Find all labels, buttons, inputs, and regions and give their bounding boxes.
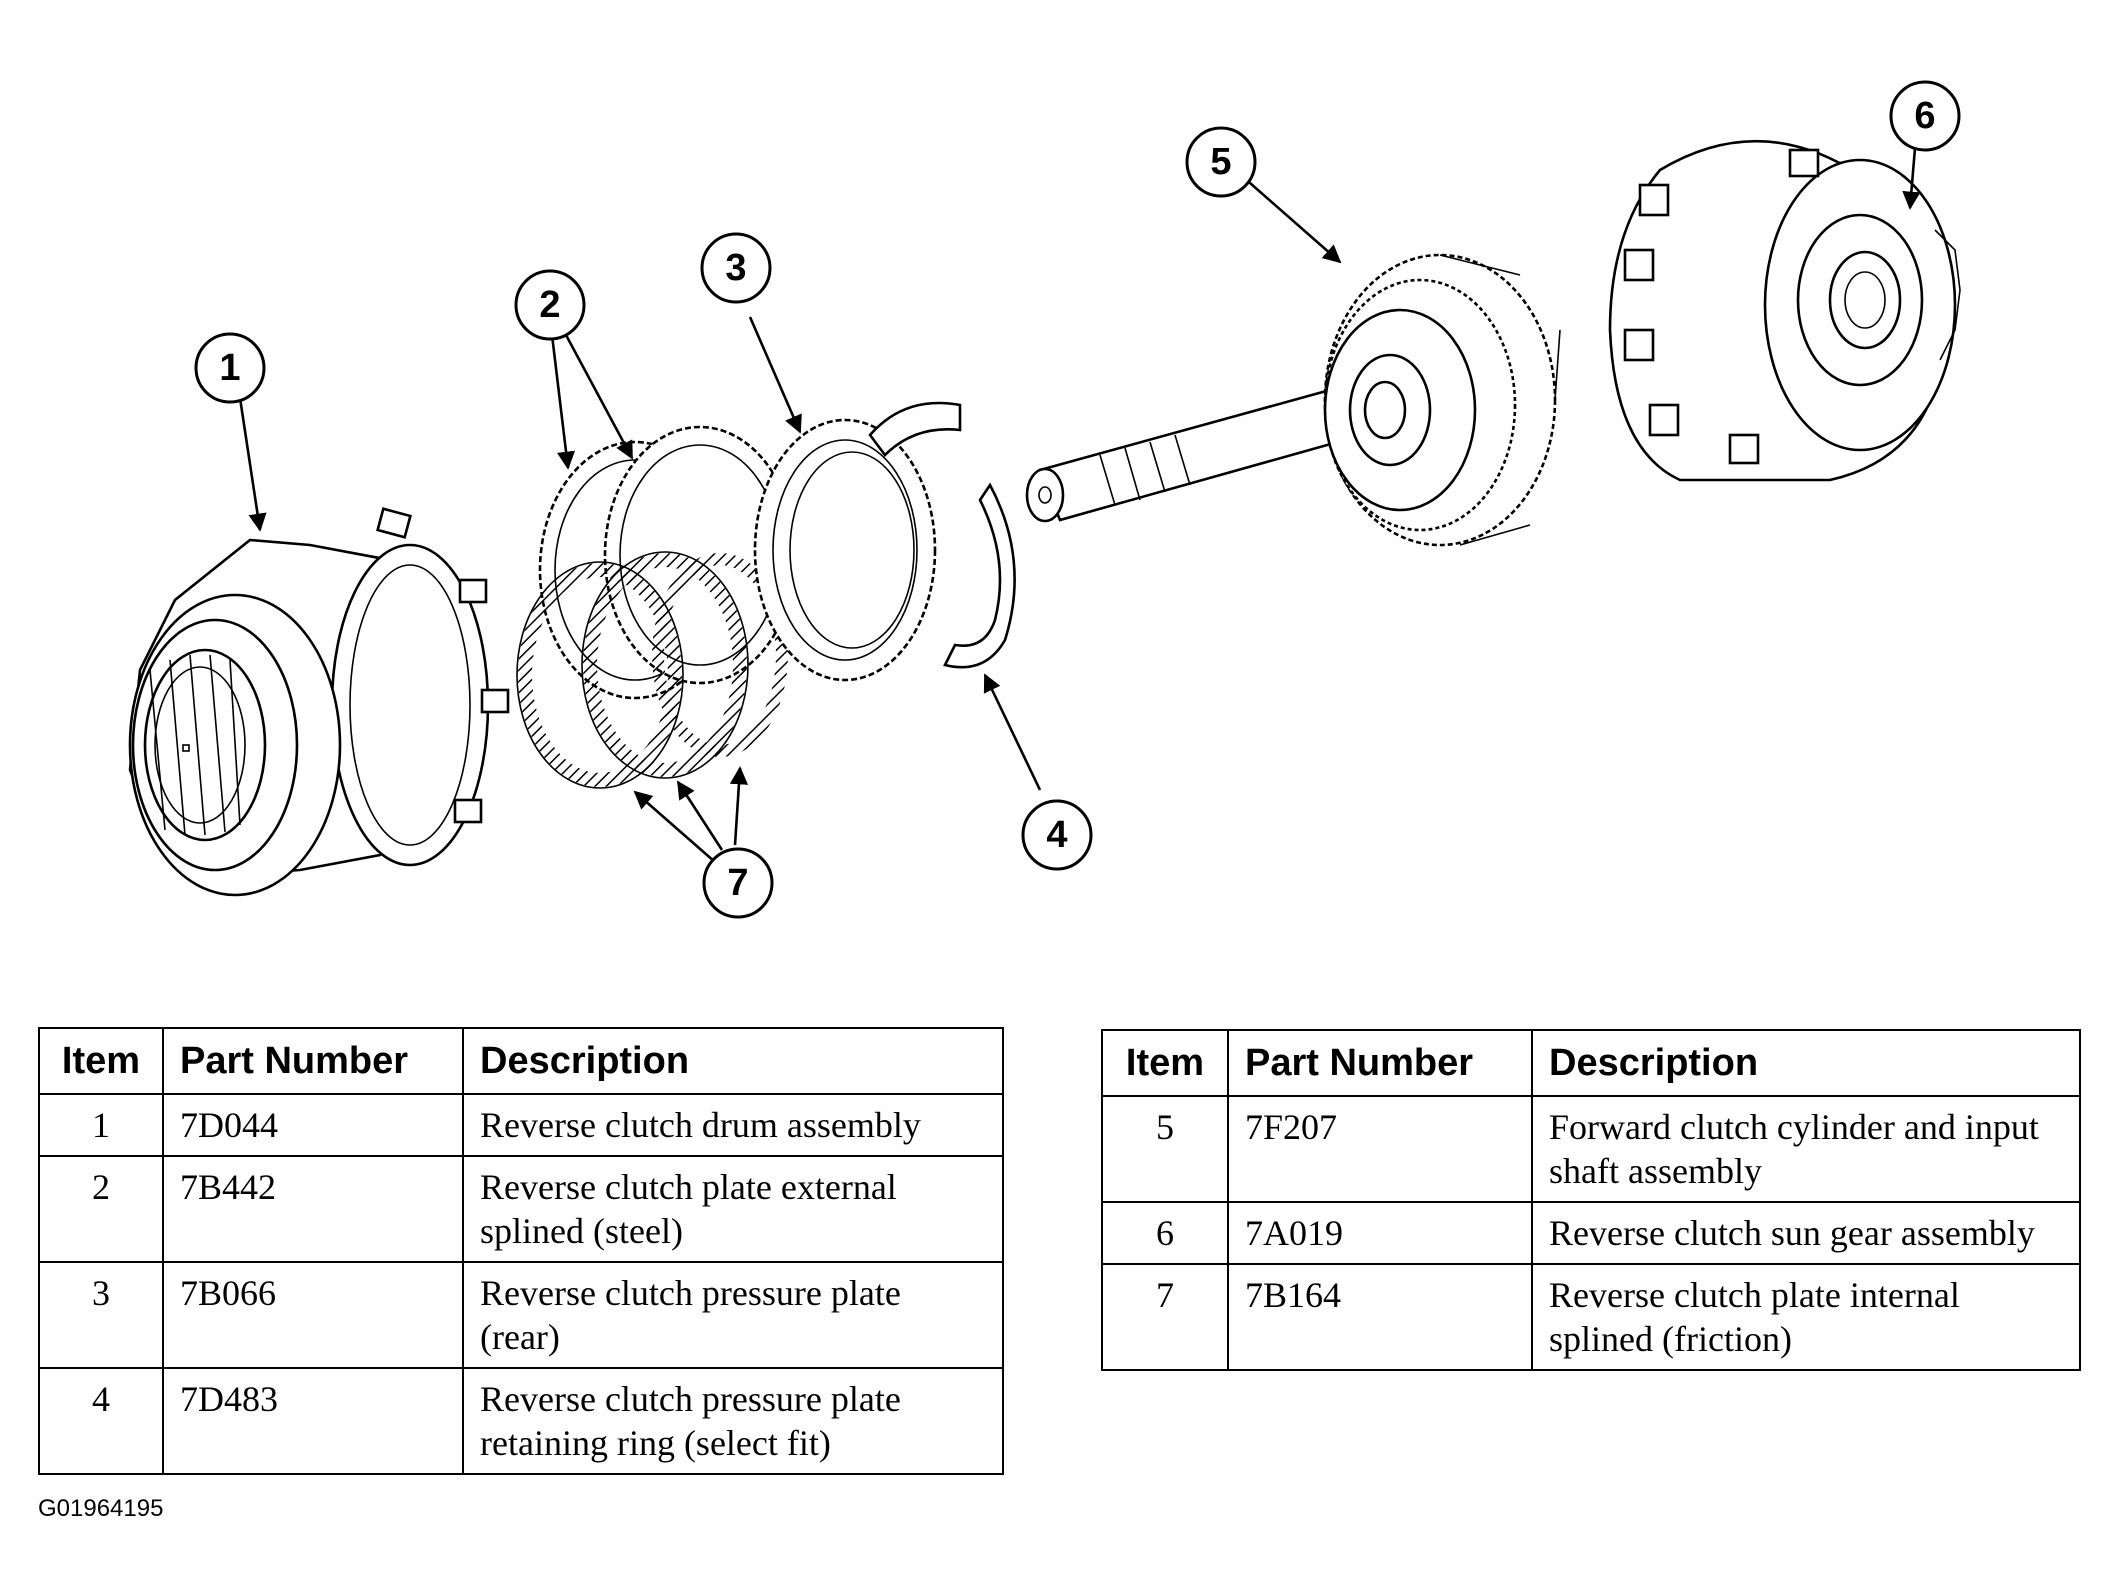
item-cell: 5	[1101, 1095, 1229, 1203]
parts-table-right: Item Part Number Description 5 7F207 For…	[1101, 1029, 2081, 1371]
callout-3: 3	[700, 232, 772, 304]
table-row: 4 7D483 Reverse clutch pressure plate re…	[38, 1367, 1004, 1475]
leader-lines	[238, 147, 1921, 863]
description-cell: Reverse clutch pressure plate (rear)	[462, 1261, 1004, 1369]
table-row: 7 7B164 Reverse clutch plate internal sp…	[1101, 1263, 2081, 1371]
callout-6: 6	[1889, 80, 1961, 152]
item-cell: 6	[1101, 1201, 1229, 1265]
part-number-cell: 7B164	[1227, 1263, 1533, 1371]
part-number-cell: 7A019	[1227, 1201, 1533, 1265]
header-description: Description	[1531, 1029, 2081, 1097]
description-cell: Reverse clutch plate external splined (s…	[462, 1155, 1004, 1263]
item-cell: 1	[38, 1093, 164, 1157]
part-number-cell: 7B066	[162, 1261, 464, 1369]
table-row: 5 7F207 Forward clutch cylinder and inpu…	[1101, 1095, 2081, 1203]
callout-6-label: 6	[1914, 95, 1935, 137]
part-number-cell: 7B442	[162, 1155, 464, 1263]
item-cell: 7	[1101, 1263, 1229, 1371]
part-number-cell: 7D044	[162, 1093, 464, 1157]
callout-7-label: 7	[727, 862, 748, 904]
input-shaft-assembly	[1025, 253, 1561, 547]
description-cell: Reverse clutch drum assembly	[462, 1093, 1004, 1157]
item-cell: 2	[38, 1155, 164, 1263]
callout-1-label: 1	[219, 347, 240, 389]
description-cell: Reverse clutch sun gear assembly	[1531, 1201, 2081, 1265]
table-header-row: Item Part Number Description	[1101, 1029, 2081, 1097]
sun-gear-assembly	[1608, 139, 1961, 482]
header-item: Item	[1101, 1029, 1229, 1097]
callout-3-label: 3	[725, 247, 746, 289]
table-row: 6 7A019 Reverse clutch sun gear assembly	[1101, 1201, 2081, 1265]
part-number-cell: 7D483	[162, 1367, 464, 1475]
description-cell: Reverse clutch pressure plate retaining …	[462, 1367, 1004, 1475]
pressure-plate	[753, 418, 937, 682]
reverse-clutch-drum	[128, 507, 510, 897]
callout-2: 2	[514, 269, 586, 341]
retaining-ring	[868, 401, 1016, 669]
header-part-number: Part Number	[1227, 1029, 1533, 1097]
callout-4-label: 4	[1046, 814, 1067, 856]
header-description: Description	[462, 1027, 1004, 1095]
callout-2-label: 2	[539, 284, 560, 326]
callout-5-label: 5	[1210, 141, 1231, 183]
callout-4: 4	[1021, 799, 1093, 871]
description-cell: Reverse clutch plate internal splined (f…	[1531, 1263, 2081, 1371]
description-cell: Forward clutch cylinder and input shaft …	[1531, 1095, 2081, 1203]
figure-id: G01964195	[38, 1495, 164, 1522]
table-header-row: Item Part Number Description	[38, 1027, 1004, 1095]
clutch-plate-stack	[516, 425, 797, 789]
callout-1: 1	[194, 332, 266, 404]
exploded-view-diagram: 1 2 3 4 5 6 7	[128, 80, 1961, 919]
table-row: 3 7B066 Reverse clutch pressure plate (r…	[38, 1261, 1004, 1369]
part-number-cell: 7F207	[1227, 1095, 1533, 1203]
table-row: 2 7B442 Reverse clutch plate external sp…	[38, 1155, 1004, 1263]
parts-table-left: Item Part Number Description 1 7D044 Rev…	[38, 1027, 1004, 1475]
table-row: 1 7D044 Reverse clutch drum assembly	[38, 1093, 1004, 1157]
callout-7: 7	[702, 847, 774, 919]
callout-5: 5	[1185, 126, 1257, 198]
header-item: Item	[38, 1027, 164, 1095]
header-part-number: Part Number	[162, 1027, 464, 1095]
item-cell: 4	[38, 1367, 164, 1475]
item-cell: 3	[38, 1261, 164, 1369]
